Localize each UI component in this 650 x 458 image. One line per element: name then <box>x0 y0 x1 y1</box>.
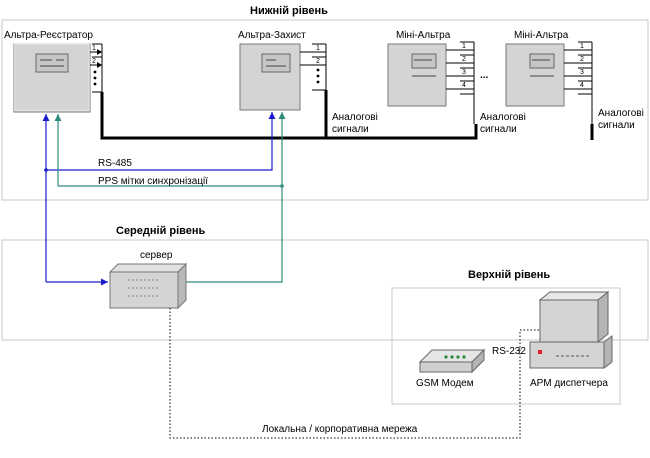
mini-2-ch3: 3 <box>580 69 584 76</box>
protection-analog-1: Аналогові <box>332 112 378 123</box>
network-label: Локальна / корпоративна мережа <box>262 424 418 435</box>
mini-1-ch3: 3 <box>462 69 466 76</box>
protection-ch1: 1 <box>316 45 320 52</box>
mini-altra-1-label: Міні-Альтра <box>396 30 451 41</box>
protection-analog-2: сигнали <box>332 124 369 135</box>
server-device <box>108 262 188 310</box>
network-line <box>169 308 540 439</box>
mini-1-ch1: 1 <box>462 43 466 50</box>
device-bus <box>100 92 478 140</box>
rs232-label: RS-232 <box>492 346 526 357</box>
pps-line <box>58 112 286 187</box>
mini-altra-2-device <box>505 43 565 107</box>
rs485-label: RS-485 <box>98 158 132 169</box>
mini-2-analog-1: Аналогові <box>598 108 644 119</box>
lower-level-title: Нижній рівень <box>250 5 328 17</box>
gsm-modem-label: GSM Модем <box>416 378 474 389</box>
altra-protection-label: Альтра-Захист <box>238 30 306 41</box>
mini-1-ch4: 4 <box>462 82 466 89</box>
pps-to-server <box>184 186 283 283</box>
mini-1-ch2: 2 <box>462 56 466 63</box>
mini-altra-1-device <box>387 43 447 107</box>
gsm-modem-device <box>418 348 486 374</box>
mini-2-analog-2: сигнали <box>598 120 635 131</box>
mini-1-analog-2: сигнали <box>480 124 517 135</box>
mini-2-channels <box>564 41 593 124</box>
middle-level-panel <box>1 239 649 341</box>
altra-registrar-label: Альтра-Реєстратор <box>4 30 93 41</box>
pps-label: PPS мітки синхронізації <box>98 176 208 187</box>
workstation-device <box>529 290 613 369</box>
protection-ch2: 2 <box>316 58 320 65</box>
mini-2-ch2: 2 <box>580 56 584 63</box>
rs485-line <box>46 112 276 171</box>
protection-channels <box>300 43 327 91</box>
server-label: сервер <box>140 250 173 261</box>
workstation-label: АРМ диспетчера <box>530 378 608 389</box>
middle-level-title: Середній рівень <box>116 225 206 237</box>
lower-level-panel <box>1 19 649 201</box>
upper-level-panel <box>391 287 621 405</box>
pps-node <box>280 184 284 188</box>
registrar-ch2: 2 <box>92 58 96 65</box>
mini-1-channels <box>446 41 475 124</box>
mini-1-analog-1: Аналогові <box>480 112 526 123</box>
ellipsis: ... <box>480 70 489 81</box>
mini-2-ch4: 4 <box>580 82 584 89</box>
registrar-channels <box>90 43 103 93</box>
altra-protection-device <box>239 43 301 111</box>
registrar-ch1: 1 <box>92 45 96 52</box>
upper-level-title: Верхній рівень <box>468 269 550 281</box>
altra-registrar-device <box>13 43 91 113</box>
rs485-node <box>44 168 48 172</box>
mini-2-ch1: 1 <box>580 43 584 50</box>
mini-altra-2-label: Міні-Альтра <box>514 30 569 41</box>
